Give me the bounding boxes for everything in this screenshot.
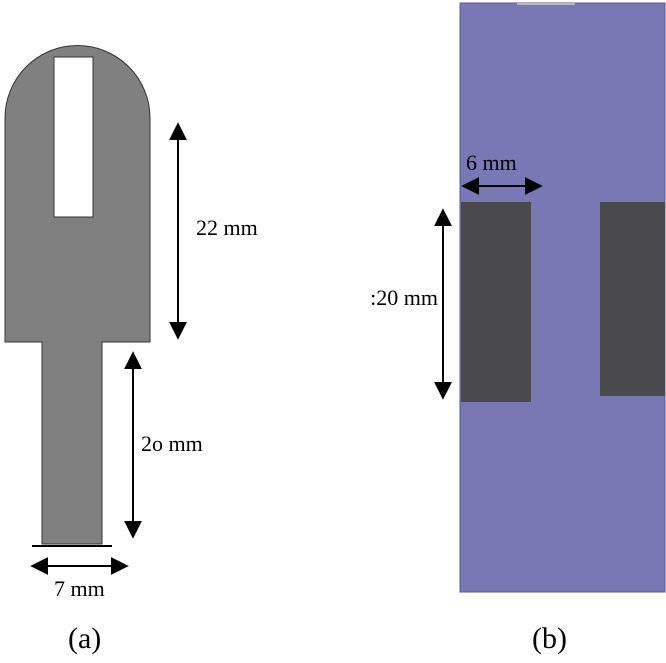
patch-slot bbox=[53, 56, 94, 218]
patch-shape bbox=[4, 45, 151, 545]
ground-slot-left bbox=[461, 202, 531, 402]
panel-a: 22 mm 2o mm 7 mm (a) bbox=[4, 45, 258, 655]
panel-b: 6 mm :20 mm (b) bbox=[370, 2, 666, 655]
dimension-label-slot-height: :20 mm bbox=[370, 285, 438, 310]
dimension-label-lower: 2o mm bbox=[141, 431, 203, 456]
ground-slot-right bbox=[600, 202, 665, 396]
dimension-label-upper: 22 mm bbox=[196, 215, 258, 240]
dimension-label-slot-width: 6 mm bbox=[466, 150, 517, 175]
caption-a: (a) bbox=[68, 622, 101, 655]
caption-b: (b) bbox=[532, 622, 567, 655]
dimension-label-width: 7 mm bbox=[54, 576, 105, 601]
